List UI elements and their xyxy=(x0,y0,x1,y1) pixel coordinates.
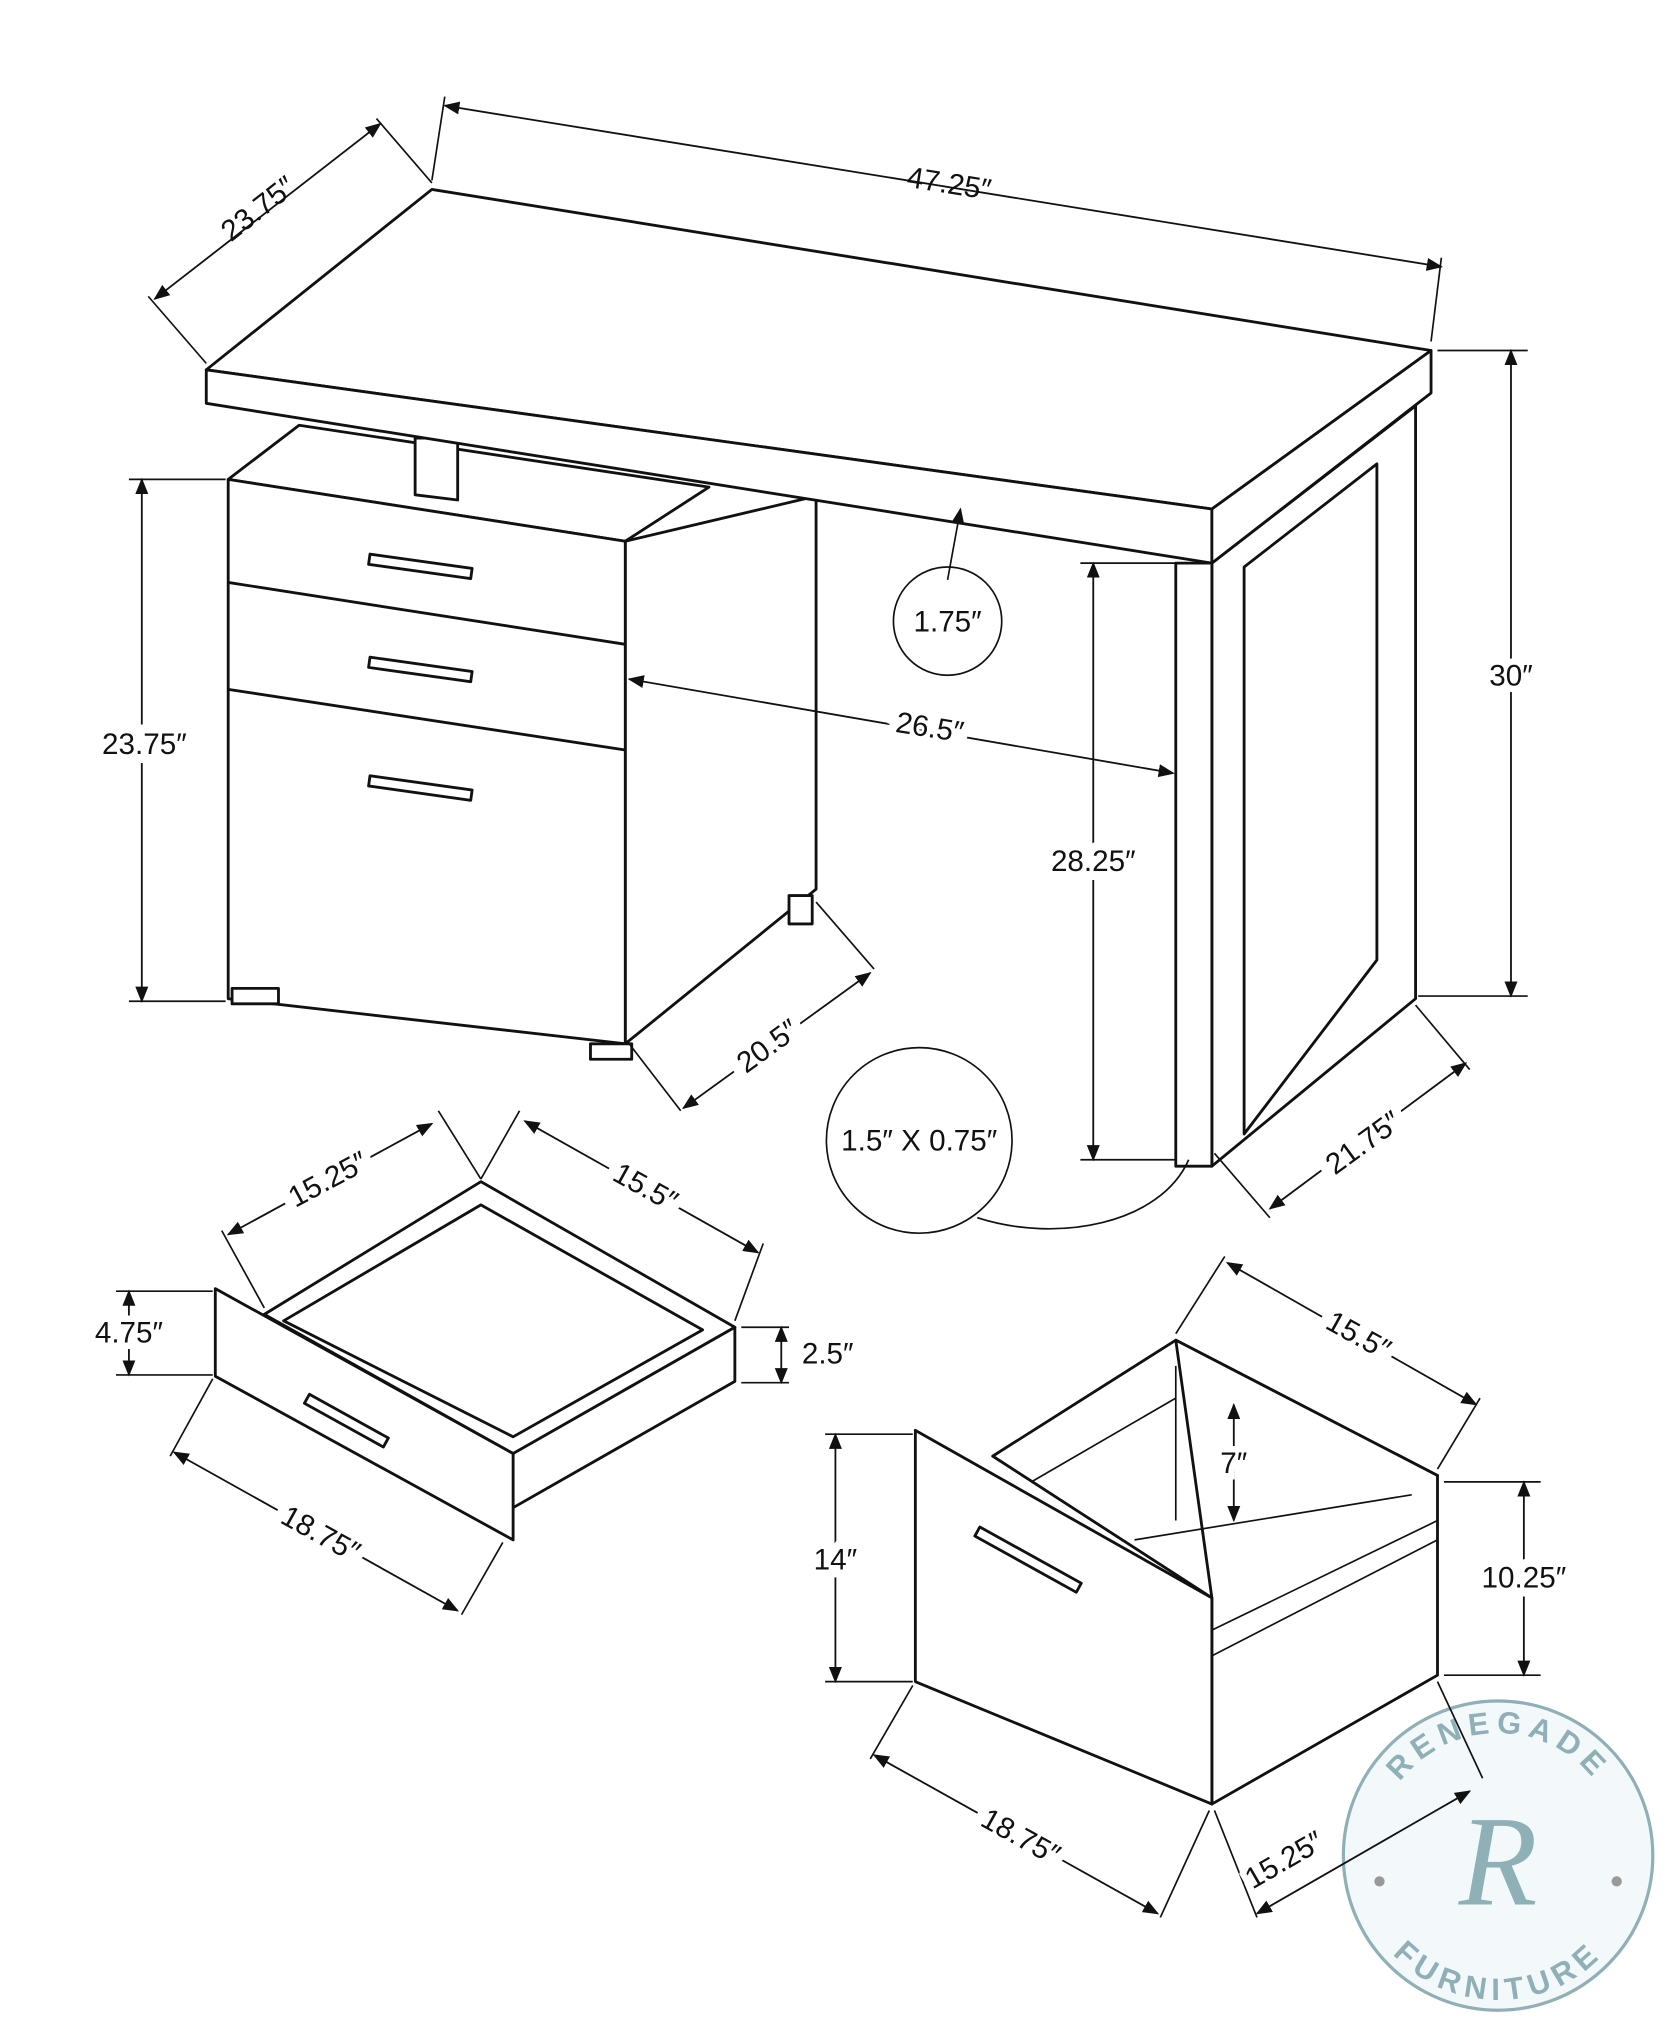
dimension-lines xyxy=(116,96,1541,1918)
label-desk-height: 30″ xyxy=(1489,660,1532,693)
label-file-front-width: 18.75″ xyxy=(976,1802,1066,1872)
label-drawer-front-height: 4.75″ xyxy=(95,1317,163,1350)
watermark-logo-letter: R xyxy=(1458,1790,1538,1933)
file-drawer-drawing xyxy=(913,1338,1439,1806)
label-drawer-front-width: 18.75″ xyxy=(275,1499,365,1569)
label-desk-width: 47.25″ xyxy=(905,161,994,207)
label-file-depth: 15.5″ xyxy=(1320,1305,1396,1367)
label-drawer-inner-width: 15.25″ xyxy=(283,1145,373,1214)
label-knee-width: 26.5″ xyxy=(893,706,965,749)
label-leg-depth: 21.75″ xyxy=(1320,1105,1408,1181)
label-file-inner-width: 15.25″ xyxy=(1240,1825,1330,1896)
label-top-thickness: 1.75″ xyxy=(913,605,981,638)
drawer-drawing xyxy=(213,1180,737,1542)
desk-drawing xyxy=(204,188,1433,1168)
label-cabinet-depth: 20.5″ xyxy=(731,1013,806,1080)
label-desk-depth: 23.75″ xyxy=(215,170,302,248)
renegade-furniture-watermark: RENEGADE FURNITURE R xyxy=(1341,1699,1655,2012)
label-file-rail-height: 7″ xyxy=(1220,1447,1247,1480)
label-cabinet-height: 23.75″ xyxy=(102,728,187,761)
label-drawer-inner-height: 2.5″ xyxy=(802,1337,854,1370)
label-file-inner-height: 10.25″ xyxy=(1482,1562,1567,1595)
label-drawer-inner-depth: 15.5″ xyxy=(608,1157,684,1219)
label-knee-height: 28.25″ xyxy=(1051,845,1136,878)
label-leg-profile: 1.5″ X 0.75″ xyxy=(841,1125,997,1158)
label-file-front-height: 14″ xyxy=(814,1544,857,1577)
